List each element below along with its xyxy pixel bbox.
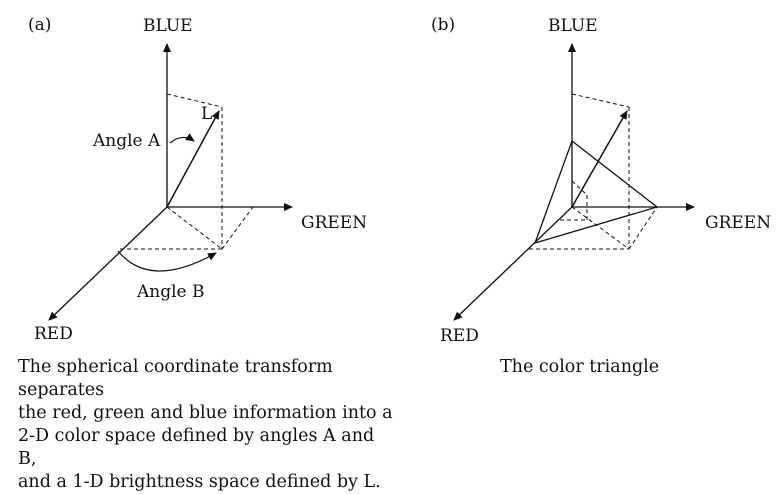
panel-a-caption: The spherical coordinate transform separ… <box>18 357 393 492</box>
panel-b: (b) BLUE GREEN RED <box>431 15 771 346</box>
vector-l-label: L <box>201 104 212 124</box>
color-vector <box>571 110 628 208</box>
panel-a: (a) BLUE GREEN RED L Angle A Angle B <box>28 15 367 344</box>
red-axis-label: RED <box>440 326 479 346</box>
red-axis <box>48 206 168 321</box>
projection-box <box>120 93 254 250</box>
panel-a-tag: (a) <box>28 15 51 35</box>
green-axis-label: GREEN <box>705 213 771 233</box>
blue-axis-label: BLUE <box>143 16 193 36</box>
red-axis <box>453 206 573 321</box>
color-triangle <box>533 139 659 244</box>
figure-canvas: (a) BLUE GREEN RED L Angle A Angle B (b) <box>28 15 771 346</box>
angle-b-arc <box>117 250 217 272</box>
blue-axis-label: BLUE <box>548 16 598 36</box>
projection-box <box>529 93 658 250</box>
panel-b-tag: (b) <box>431 15 455 35</box>
panel-b-caption: The color triangle <box>500 357 660 377</box>
angle-a-arc <box>169 133 195 144</box>
green-axis-label: GREEN <box>301 213 367 233</box>
red-axis-label: RED <box>34 324 73 344</box>
vector-l <box>166 110 220 208</box>
angle-b-label: Angle B <box>136 282 205 302</box>
angle-a-label: Angle A <box>92 131 161 151</box>
